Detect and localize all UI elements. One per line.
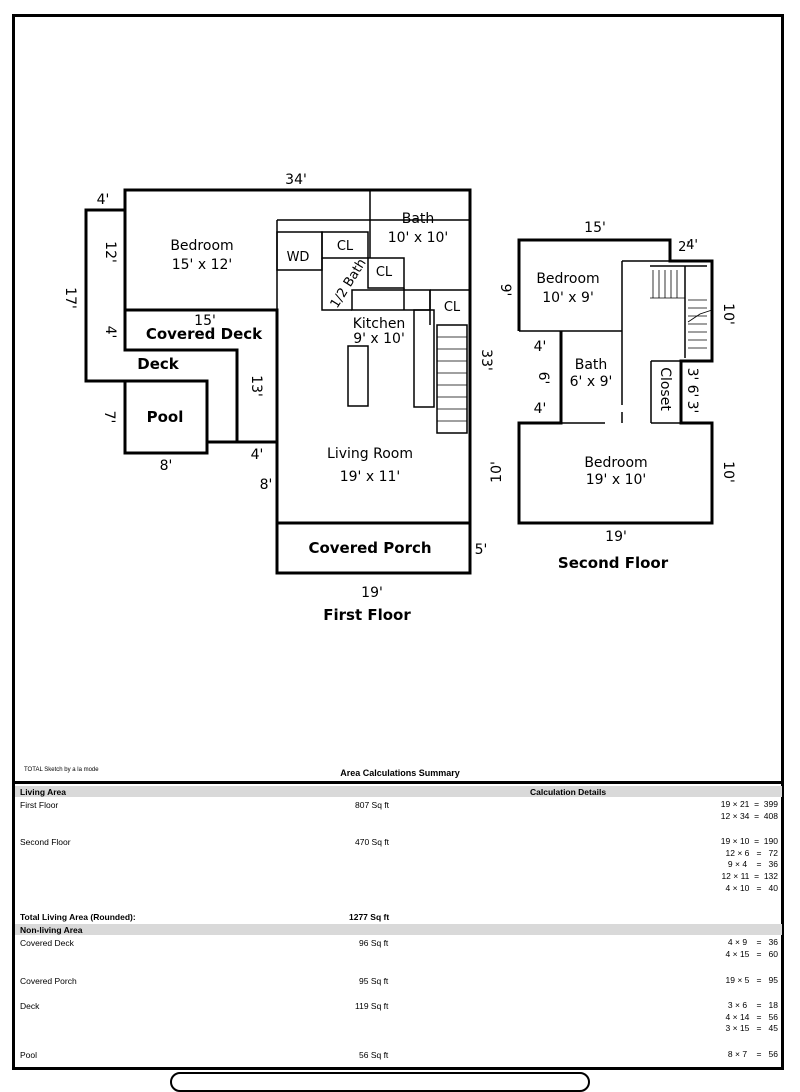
wd-label: WD [287, 250, 310, 265]
bedroom2-size: 19' x 10' [586, 472, 647, 488]
living-header-band [15, 786, 782, 797]
closet-label-1: CL [337, 239, 354, 254]
closet-label-3: CL [444, 300, 461, 315]
dim2-left-9: 9' [497, 284, 513, 297]
row-calc: 19 × 5 = 95 [725, 975, 778, 985]
second-floor-walls [517, 238, 714, 525]
row-calc: 19 × 10 = 190 12 × 6 = 72 9 × 4 = 36 12 … [720, 836, 778, 893]
half-bath-label: 1/2 Bath [328, 256, 370, 311]
dim-pool-side: 7' [101, 411, 117, 424]
second-floor-stairs [650, 270, 713, 349]
dim2-mid-6: 6' [535, 372, 551, 385]
kitchen-size: 9' x 10' [353, 331, 405, 347]
dim-bedroom-side: 12' [102, 241, 118, 263]
row-area: 470 Sq ft [355, 837, 390, 847]
dim-step-4: 4' [251, 447, 264, 463]
bottom-edge-shape [170, 1072, 590, 1092]
dim2-left-10: 10' [489, 461, 505, 483]
dim-pool-bottom: 8' [160, 458, 173, 474]
bath-label: Bath [402, 211, 435, 227]
closet-label-2: CL [376, 265, 393, 280]
row-name: First Floor [20, 800, 59, 810]
row-area: 95 Sq ft [359, 976, 389, 986]
covered-porch-label: Covered Porch [308, 539, 431, 557]
first-floor-walls [84, 188, 472, 575]
row-calc: 3 × 6 = 18 4 × 14 = 56 3 × 15 = 45 [725, 1000, 778, 1034]
bedroom1-size: 10' x 9' [542, 290, 594, 306]
dim2-right-10b: 10' [720, 461, 736, 483]
dim2-r-6: 6' [684, 385, 700, 398]
closet-label: Closet [657, 367, 673, 411]
dim-covered-deck-side: 4' [102, 326, 118, 339]
sketch-credit: TOTAL Sketch by a la mode [24, 767, 99, 773]
first-floor-title: First Floor [323, 606, 411, 624]
dim-right-33: 33' [478, 349, 494, 371]
second-floor-interior [519, 260, 707, 424]
dim-13: 13' [248, 375, 264, 397]
summary-title: Area Calculations Summary [340, 768, 460, 778]
kitchen-label: Kitchen [353, 316, 406, 332]
dim2-bottom-19: 19' [605, 529, 627, 545]
bedroom1-label: Bedroom [536, 271, 599, 287]
details-header: Calculation Details [530, 787, 607, 797]
dim-left-top: 4' [97, 192, 110, 208]
row-area: 96 Sq ft [359, 938, 389, 948]
row-area: 56 Sq ft [359, 1050, 389, 1060]
dim-porch-5: 5' [475, 542, 488, 558]
dim2-stair-2: 2' [678, 240, 690, 255]
bath2-size: 6' x 9' [570, 374, 613, 390]
row-name: Deck [20, 1001, 40, 1011]
dim2-right-10: 10' [720, 303, 736, 325]
dim2-step-4b: 4' [534, 401, 547, 417]
bath-size: 10' x 10' [388, 230, 449, 246]
row-calc: 4 × 9 = 36 4 × 15 = 60 [725, 937, 778, 959]
bath2-label: Bath [575, 357, 608, 373]
pool-label: Pool [147, 408, 184, 426]
living-room-label: Living Room [327, 446, 413, 462]
bedroom-label: Bedroom [170, 238, 233, 254]
row-name: Covered Deck [20, 938, 74, 948]
total-label: Total Living Area (Rounded): [20, 912, 136, 922]
total-value: 1277 Sq ft [349, 912, 390, 922]
row-name: Covered Porch [20, 976, 77, 986]
bedroom-size: 15' x 12' [172, 257, 233, 273]
page-frame [12, 14, 784, 1070]
bedroom2-label: Bedroom [584, 455, 647, 471]
living-header: Living Area [20, 787, 66, 797]
dim2-stair-4: 4' [686, 238, 698, 253]
row-name: Pool [20, 1050, 38, 1060]
deck-label: Deck [137, 355, 180, 373]
floor-plan: Bedroom 15' x 12' Bath 10' x 10' WD CL C… [62, 172, 736, 624]
dim-step-8: 8' [260, 477, 273, 493]
first-floor-interior [276, 190, 470, 434]
row-name: Second Floor [20, 837, 71, 847]
dim-top: 34' [285, 172, 307, 188]
row-area: 807 Sq ft [355, 800, 390, 810]
living-room-size: 19' x 11' [340, 469, 401, 485]
dim2-step-4a: 4' [534, 339, 547, 355]
second-floor-title: Second Floor [558, 554, 669, 572]
dim2-top: 15' [584, 220, 606, 236]
non-living-header-band [15, 924, 782, 935]
covered-deck-label: Covered Deck [146, 325, 263, 343]
dim-left-long: 17' [62, 287, 78, 309]
row-calc: 8 × 7 = 56 [727, 1049, 778, 1059]
dim-covered-deck-top: 15' [194, 313, 216, 329]
non-living-header: Non-living Area [20, 925, 83, 935]
row-area: 119 Sq ft [355, 1001, 389, 1011]
row-calc: 19 × 21 = 399 12 × 34 = 408 [720, 799, 778, 821]
dim-bottom-19: 19' [361, 585, 383, 601]
first-floor-stairs [437, 336, 467, 422]
dim2-r-3b: 3' [684, 401, 700, 414]
dim2-r-3: 3' [684, 368, 700, 381]
area-summary-table: Living Area Calculation Details First Fl… [15, 781, 782, 1069]
